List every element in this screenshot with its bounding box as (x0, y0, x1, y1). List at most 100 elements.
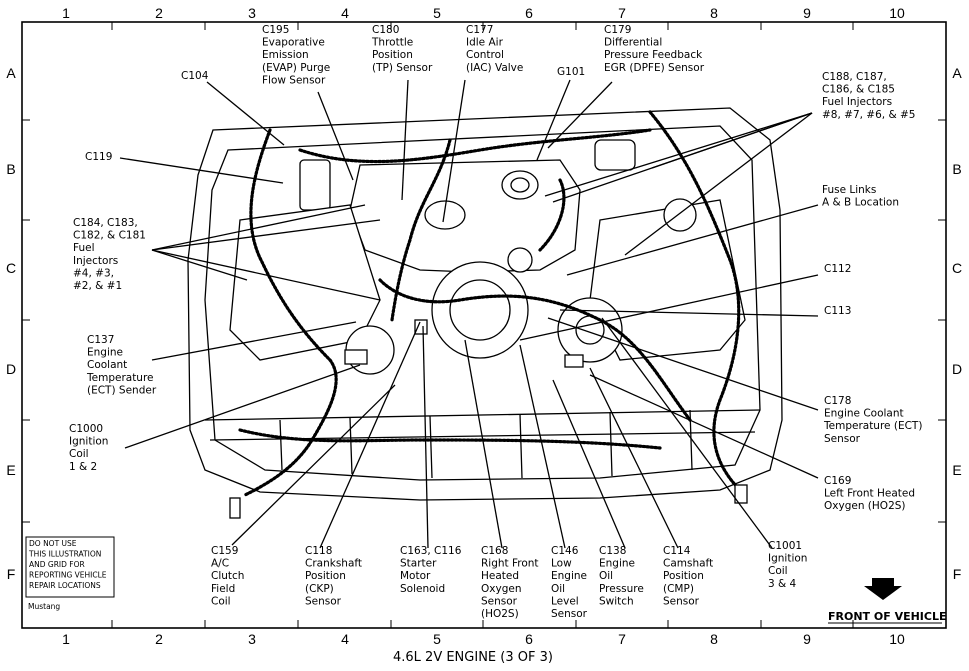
label-c179-line: C179 (604, 24, 631, 36)
label-c137-line: (ECT) Sender (87, 384, 157, 396)
label-c118-line: C118 (305, 545, 332, 557)
label-c177-line: Idle Air (466, 37, 504, 49)
label-g101-line: G101 (557, 66, 585, 78)
label-c1000-line: Ignition (69, 436, 108, 448)
alternator (557, 297, 623, 363)
label-c195-line: (EVAP) Purge (262, 62, 330, 74)
front-of-vehicle-label: FRONT OF VEHICLE (828, 610, 947, 623)
grid-column-7: 7 (618, 631, 626, 647)
upper-wiring-harness (298, 128, 652, 164)
label-c168-line: Sensor (481, 595, 518, 607)
throttle-body (501, 170, 539, 200)
label-c159-line: A/C (211, 558, 229, 570)
label-c184-line: #4, #3, (73, 267, 114, 279)
grid-row-B: B (952, 161, 961, 177)
label-c177-line: C177 (466, 24, 493, 36)
label-c168-line: Right Front (481, 558, 539, 570)
disclaimer-line: THIS ILLUSTRATION (28, 550, 101, 559)
ect-sender-connector (344, 349, 368, 365)
label-c169-line: Left Front Heated (824, 488, 915, 500)
grid-row-D: D (6, 361, 16, 377)
label-c112: C112 (824, 263, 851, 275)
grid-column-1: 1 (62, 631, 70, 647)
grid-row-C: C (6, 260, 16, 276)
dpfe-sensor-body (594, 139, 636, 171)
label-c138-line: Engine (599, 558, 635, 570)
label-c104: C104 (181, 70, 209, 82)
disclaimer-line: DO NOT USE (29, 539, 77, 548)
label-c163-line: Starter (400, 558, 437, 570)
grid-row-A: A (6, 65, 16, 81)
throttle-bore (510, 177, 530, 193)
label-c188-line: C188, C187, (822, 71, 887, 83)
label-c178-line: Sensor (824, 433, 861, 445)
label-c146-line: Engine (551, 570, 587, 582)
label-c146-line: Level (551, 595, 579, 607)
label-c178-line: Engine Coolant (824, 408, 904, 420)
pulley-inner (449, 279, 511, 341)
grid-row-F: F (953, 566, 962, 582)
label-c179-line: Differential (604, 37, 662, 49)
iac-valve (424, 200, 466, 230)
filler-cap (663, 198, 697, 232)
radiator-support-top (204, 409, 761, 421)
label-c114-line: C114 (663, 545, 691, 557)
label-c138-line: C138 (599, 545, 626, 557)
label-c163-line: Solenoid (400, 583, 445, 595)
ignition-coil-connector-2 (734, 484, 748, 504)
label-c114-line: Position (663, 570, 704, 582)
grid-row-E: E (6, 462, 15, 478)
label-c114-line: Sensor (663, 595, 700, 607)
pcv-valve (507, 247, 533, 273)
front-cover-pulley (431, 261, 529, 359)
label-c180-line: Position (372, 49, 413, 61)
label-c138-line: Pressure (599, 583, 644, 595)
label-c178-line: Temperature (ECT) (823, 420, 922, 432)
label-c188-line: C186, & C185 (822, 84, 895, 96)
grid-column-6: 6 (525, 631, 533, 647)
diagram-frame (21, 21, 947, 629)
grid-column-9: 9 (803, 5, 811, 21)
throttle-harness (538, 178, 566, 252)
grid-column-8: 8 (710, 5, 718, 21)
label-c112-line: C112 (824, 263, 851, 275)
label-c1001-line: Coil (768, 565, 788, 577)
grid-column-7: 7 (618, 5, 626, 21)
grid-column-3: 3 (248, 631, 256, 647)
left-wiring-harness (648, 110, 742, 492)
label-c180-line: Throttle (371, 37, 413, 49)
label-c195-line: Evaporative (262, 37, 325, 49)
front-arrow-icon (864, 578, 902, 600)
ignition-coil-connector-1 (229, 497, 241, 519)
grid-column-5: 5 (433, 5, 441, 21)
label-c138-line: Oil (599, 570, 613, 582)
label-c188-line: #8, #7, #6, & #5 (822, 109, 915, 121)
starter-connector (414, 319, 428, 335)
label-c184-line: C184, C183, (73, 217, 138, 229)
label-c179-line: Pressure Feedback (604, 49, 703, 61)
leader-lines (119, 79, 819, 549)
grid-column-8: 8 (710, 631, 718, 647)
grid-column-5: 5 (433, 631, 441, 647)
label-c118-line: Sensor (305, 595, 342, 607)
label-c184-line: Fuel (73, 242, 95, 254)
label-c168-line: C168 (481, 545, 508, 557)
label-c1001-line: Ignition (768, 553, 807, 565)
grid-row-F: F (7, 566, 16, 582)
label-c1001-line: 3 & 4 (768, 578, 797, 590)
label-c195-line: Flow Sensor (262, 74, 326, 86)
grid-column-6: 6 (525, 5, 533, 21)
label-c180-line: (TP) Sensor (372, 62, 433, 74)
